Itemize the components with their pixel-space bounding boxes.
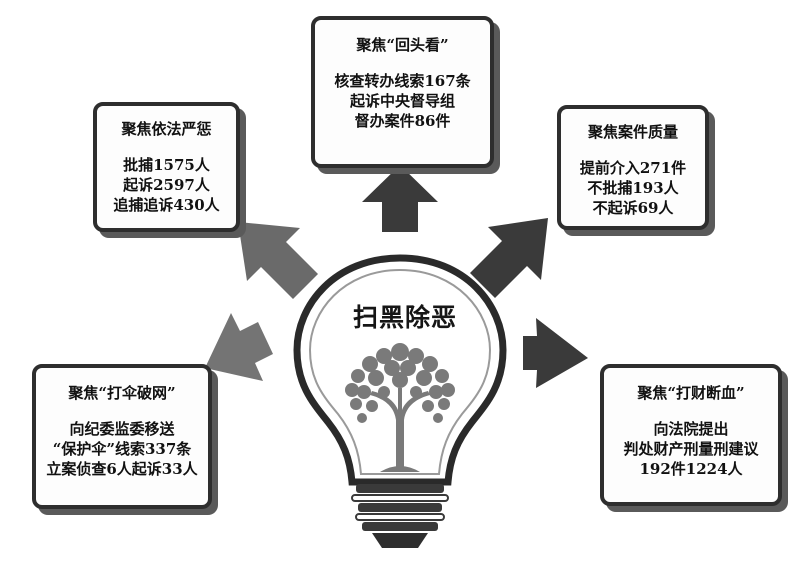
box-top-line: 督办案件86件 — [354, 112, 451, 130]
arrow-up — [362, 165, 438, 232]
box-top-title: 聚焦“回头看” — [356, 36, 449, 54]
box-upper-right-title: 聚焦案件质量 — [587, 123, 678, 141]
box-upper-left: 聚焦依法严惩 批捕1575人 起诉2597人 追捕追诉430人 — [93, 102, 240, 232]
box-lower-left: 聚焦“打伞破网” 向纪委监委移送 “保护伞”线索337条 立案侦查6人起诉33人 — [32, 364, 212, 509]
box-upper-right: 聚焦案件质量 提前介入271件 不批捕193人 不起诉69人 — [557, 105, 709, 230]
box-lower-right-line: 192件1224人 — [639, 460, 743, 478]
arrow-upper-right — [470, 218, 548, 298]
box-lower-right-line: 判处财产刑量刑建议 — [623, 440, 759, 458]
box-lower-right-line: 向法院提出 — [653, 420, 729, 438]
light-bulb-icon — [293, 254, 507, 548]
box-top-line: 核查转办线索167条 — [334, 72, 471, 90]
box-upper-left-line: 起诉2597人 — [123, 176, 210, 194]
box-upper-left-title: 聚焦依法严惩 — [121, 120, 212, 138]
box-upper-right-line: 不起诉69人 — [592, 199, 674, 217]
box-top-line: 起诉中央督导组 — [349, 92, 455, 110]
arrow-lower-left — [205, 313, 273, 381]
box-upper-left-line: 批捕1575人 — [123, 156, 210, 174]
center-title: 扫黑除恶 — [352, 303, 457, 332]
box-lower-left-line: 向纪委监委移送 — [69, 420, 175, 438]
box-lower-left-title: 聚焦“打伞破网” — [68, 384, 176, 402]
tree-icon — [345, 343, 455, 472]
box-top: 聚焦“回头看” 核查转办线索167条 起诉中央督导组 督办案件86件 — [311, 16, 494, 168]
box-lower-right-title: 聚焦“打财断血” — [637, 384, 745, 402]
arrow-lower-right — [523, 318, 588, 388]
box-upper-left-line: 追捕追诉430人 — [113, 196, 220, 214]
box-upper-right-line: 提前介入271件 — [579, 159, 687, 177]
box-lower-left-line: 立案侦查6人起诉33人 — [46, 460, 198, 478]
box-lower-right: 聚焦“打财断血” 向法院提出 判处财产刑量刑建议 192件1224人 — [600, 364, 782, 506]
box-lower-left-line: “保护伞”线索337条 — [52, 440, 192, 458]
box-upper-right-line: 不批捕193人 — [587, 179, 679, 197]
arrow-upper-left — [238, 222, 318, 299]
